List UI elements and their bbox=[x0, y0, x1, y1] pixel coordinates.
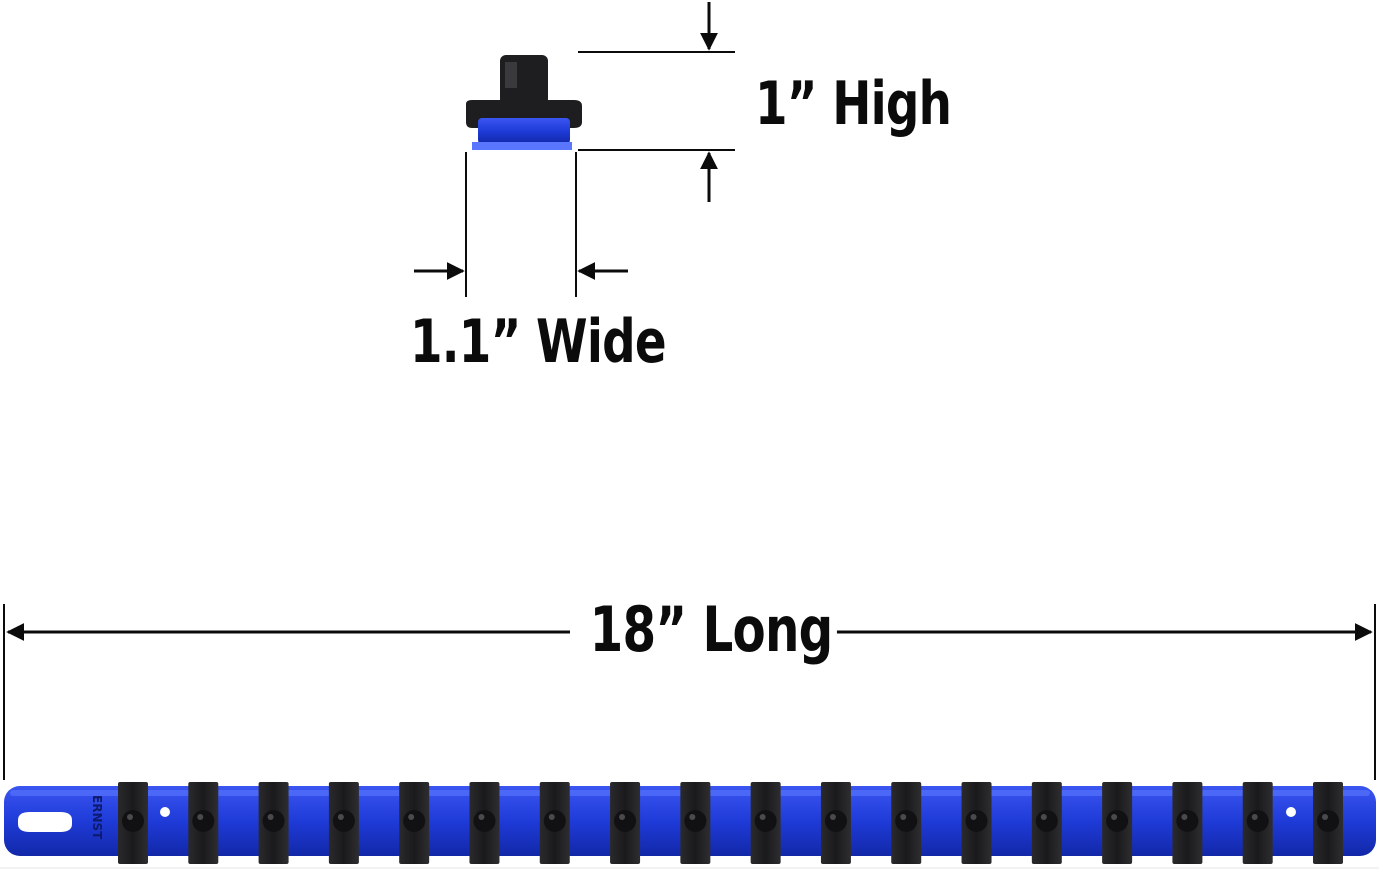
width-label: 1.1” Wide bbox=[410, 307, 667, 377]
rail-clip bbox=[680, 782, 711, 864]
rail-clip bbox=[1313, 782, 1343, 864]
rail-clip bbox=[328, 782, 359, 864]
socket-rail: ERNST bbox=[4, 782, 1376, 864]
rail-clip bbox=[1172, 782, 1203, 864]
mounting-hole-left bbox=[160, 807, 170, 817]
rail-clip bbox=[820, 782, 851, 864]
height-label: 1” High bbox=[755, 69, 952, 139]
rail-clip bbox=[1102, 782, 1133, 864]
rail-clip bbox=[1031, 782, 1062, 864]
rail-clip bbox=[610, 782, 641, 864]
rail-clips bbox=[118, 782, 1343, 864]
rail-clip bbox=[750, 782, 781, 864]
length-dimension bbox=[3, 604, 1376, 780]
mounting-hole-right bbox=[1286, 807, 1296, 817]
keyhole-slot bbox=[18, 812, 72, 832]
width-dimension bbox=[414, 152, 628, 297]
height-dimension bbox=[578, 2, 735, 202]
rail-clip bbox=[469, 782, 500, 864]
rail-clip bbox=[1242, 782, 1273, 864]
length-label: 18” Long bbox=[585, 599, 838, 661]
brand-label: ERNST bbox=[90, 795, 104, 840]
rail-clip bbox=[188, 782, 219, 864]
rail-clip bbox=[891, 782, 922, 864]
rail-clip bbox=[961, 782, 992, 864]
rail-clip bbox=[539, 782, 570, 864]
rail-clip bbox=[258, 782, 289, 864]
single-clip bbox=[466, 55, 582, 150]
rail-clip bbox=[399, 782, 430, 864]
rail-clip bbox=[118, 782, 148, 864]
